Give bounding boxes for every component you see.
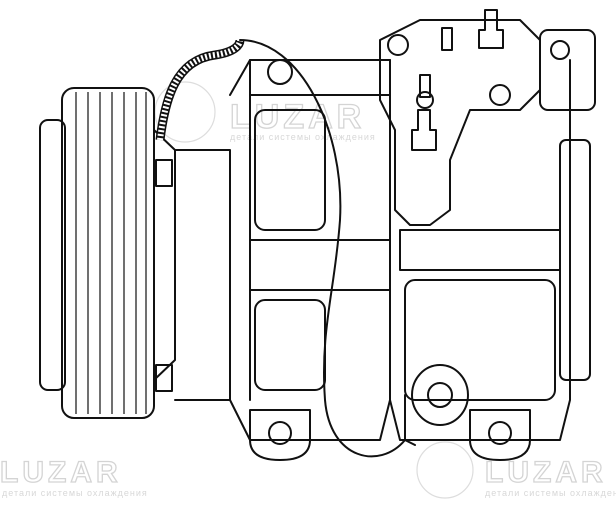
- svg-text:детали системы охлаждения: детали системы охлаждения: [230, 132, 376, 142]
- watermark-bottom-left: LUZAR детали системы охлаждения: [0, 455, 148, 498]
- svg-text:LUZAR: LUZAR: [485, 456, 607, 489]
- watermark-center: LUZAR детали системы охлаждения: [154, 81, 376, 143]
- valve-manifold: [379, 9, 541, 226]
- watermark-bottom-right: LUZAR детали системы охлаждения: [416, 441, 616, 499]
- pulley: [39, 87, 176, 419]
- svg-text:LUZAR: LUZAR: [0, 456, 122, 489]
- mounting-ears: [249, 59, 531, 461]
- svg-text:LUZAR: LUZAR: [230, 98, 365, 136]
- svg-text:детали системы охлаждения: детали системы охлаждения: [485, 488, 616, 498]
- compressor-body: [174, 29, 596, 441]
- wire-harness: [155, 39, 469, 458]
- svg-text:детали системы охлаждения: детали системы охлаждения: [2, 488, 148, 498]
